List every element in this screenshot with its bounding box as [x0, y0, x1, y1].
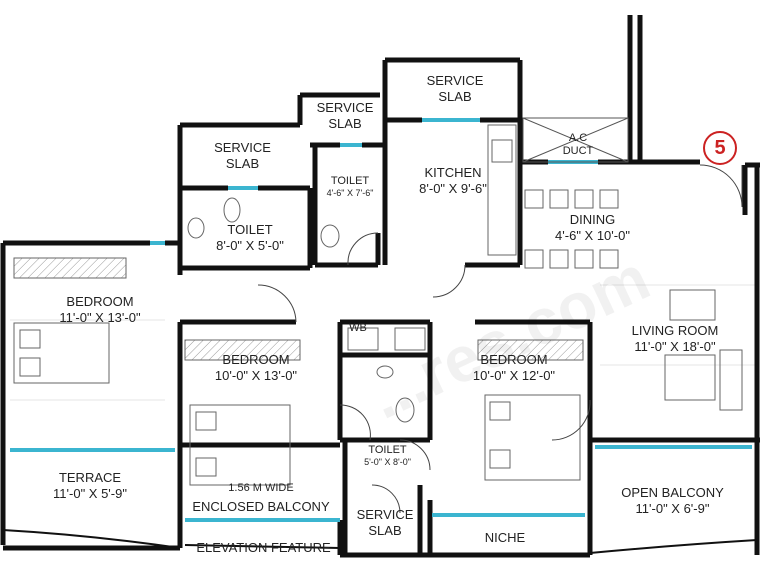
floor-pattern [10, 284, 755, 401]
service-slab-left-label: SERVICE SLAB [195, 140, 290, 172]
room-name: BEDROOM [66, 294, 134, 309]
room-name: SLAB [438, 89, 472, 104]
room-size: 8'-0" X 9'-6" [419, 181, 487, 196]
bedroom-mid-label: BEDROOM 10'-0" X 13'-0" [196, 352, 316, 384]
room-size: 11'-0" X 5'-9" [53, 486, 127, 501]
living-room-label: LIVING ROOM 11'-0" X 18'-0" [610, 323, 740, 355]
room-name: ELEVATION FEATURE [196, 540, 331, 555]
room-name: SERVICE [214, 140, 271, 155]
room-size: 11'-0" X 18'-0" [634, 339, 716, 354]
room-name: BEDROOM [222, 352, 290, 367]
room-name: TOILET [368, 444, 407, 456]
room-name: LIVING ROOM [631, 323, 719, 338]
bedroom-right-label: BEDROOM 10'-0" X 12'-0" [454, 352, 574, 384]
room-name: KITCHEN [424, 165, 482, 180]
terrace-label: TERRACE 11'-0" X 5'-9" [30, 470, 150, 502]
wb-label: WB [340, 322, 376, 335]
room-size: 10'-0" X 12'-0" [472, 368, 556, 383]
room-name: SLAB [328, 116, 362, 131]
room-name: OPEN BALCONY [621, 485, 724, 500]
room-size: 4'-6" X 7'-6" [326, 188, 374, 198]
room-name: WB [349, 322, 367, 334]
service-slab-mid-label: SERVICE SLAB [300, 100, 390, 132]
room-name: NICHE [484, 530, 526, 545]
toilet-center-label: TOILET 5'-0" X 8'-0" [350, 444, 425, 468]
room-name: SERVICE [426, 73, 484, 88]
room-size: 5'-0" X 8'-0" [364, 457, 411, 467]
walls [0, 15, 760, 558]
room-name: TERRACE [58, 470, 122, 485]
room-size: 10'-0" X 13'-0" [214, 368, 298, 383]
enclosed-balcony-label: 1.56 M WIDE ENCLOSED BALCONY [186, 482, 336, 515]
niche-label: NICHE [460, 530, 550, 546]
room-name: BEDROOM [480, 352, 548, 367]
unit-number-badge: 5 [703, 131, 737, 165]
service-slab-top-label: SERVICE SLAB [405, 73, 505, 105]
room-name: TOILET [330, 175, 370, 187]
open-balcony-label: OPEN BALCONY 11'-0" X 6'-9" [600, 485, 745, 517]
elevation-feature-label: ELEVATION FEATURE [186, 540, 341, 556]
room-size: 11'-0" X 13'-0" [59, 310, 141, 325]
room-note: 1.56 M WIDE [228, 482, 294, 494]
ac-duct-label: A.C DUCT [548, 132, 608, 158]
toilet-small-label: TOILET 4'-6" X 7'-6" [310, 175, 390, 199]
room-name: SLAB [368, 523, 402, 538]
room-size: 4'-6" X 10'-0" [555, 228, 630, 243]
room-name: DINING [569, 212, 616, 227]
room-name: A.C [568, 132, 588, 144]
kitchen-label: KITCHEN 8'-0" X 9'-6" [398, 165, 508, 197]
door-swings [257, 164, 743, 514]
room-name: SERVICE [316, 100, 374, 115]
room-size: 11'-0" X 6'-9" [635, 501, 710, 516]
room-name: ENCLOSED BALCONY [192, 499, 330, 514]
curved-edges [2, 529, 758, 554]
room-name: SERVICE [356, 507, 414, 522]
room-name: SLAB [225, 156, 260, 171]
dining-label: DINING 4'-6" X 10'-0" [535, 212, 650, 244]
bedroom-left-label: BEDROOM 11'-0" X 13'-0" [40, 294, 160, 326]
room-size: 8'-0" X 5'-0" [216, 238, 284, 253]
ac-duct-shaft [522, 117, 629, 163]
toilet-main-label: TOILET 8'-0" X 5'-0" [195, 222, 305, 254]
room-name: TOILET [227, 222, 273, 237]
furniture [13, 124, 743, 486]
room-name: DUCT [562, 145, 594, 157]
service-slab-bottom-label: SERVICE SLAB [350, 507, 420, 539]
